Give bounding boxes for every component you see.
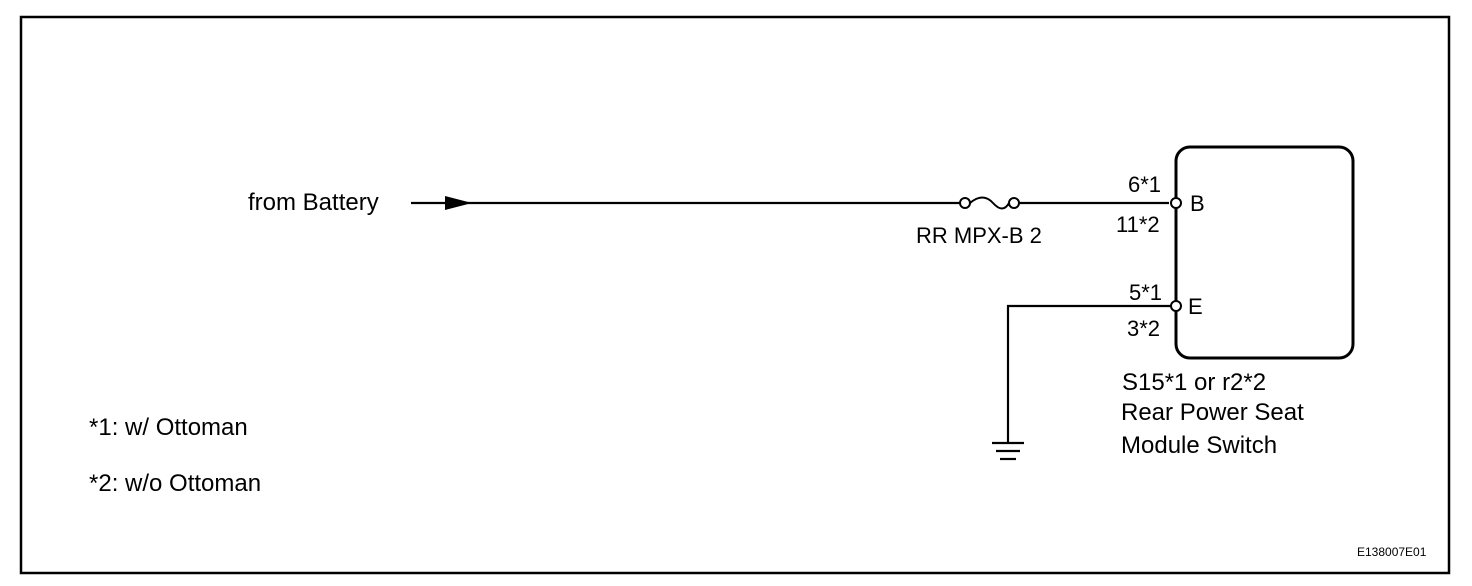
arrow-icon — [445, 196, 472, 210]
component-id-label: S15*1 or r2*2 — [1122, 369, 1266, 396]
fuse-label: RR MPX-B 2 — [916, 223, 1042, 248]
component-name-line-1: Rear Power Seat — [1121, 399, 1304, 426]
pin-e-name: E — [1188, 294, 1203, 319]
pin-e-number-variant-2: 3*2 — [1127, 316, 1160, 341]
pin-b-name: B — [1190, 191, 1205, 216]
source-label: from Battery — [248, 189, 379, 216]
figure-code: E138007E01 — [1357, 545, 1427, 559]
fuse-symbol — [959, 196, 1020, 210]
battery-feed-wire — [411, 196, 960, 210]
ground-wire — [1006, 304, 1171, 442]
pin-e-terminal — [1170, 300, 1182, 312]
pin-e-number-variant-1: 5*1 — [1129, 280, 1162, 305]
pin-b-number-variant-2: 11*2 — [1116, 212, 1160, 237]
pin-b-number-variant-1: 6*1 — [1128, 172, 1161, 197]
note-2: *2: w/o Ottoman — [89, 470, 261, 497]
note-1: *1: w/ Ottoman — [89, 414, 248, 441]
switch-module-box — [1174, 145, 1355, 360]
ground-icon — [992, 441, 1024, 461]
diagram-frame — [19, 15, 1451, 575]
component-name-line-2: Module Switch — [1121, 432, 1277, 459]
pin-b-terminal — [1170, 197, 1182, 209]
